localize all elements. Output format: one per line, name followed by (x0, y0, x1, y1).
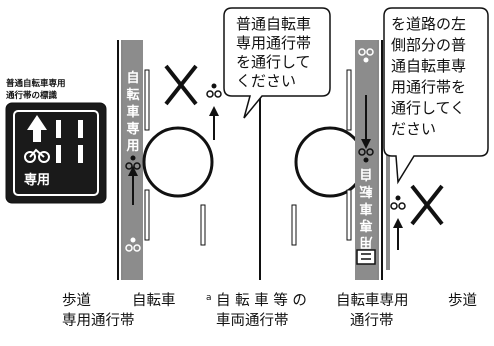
prohibition-x-icon (164, 64, 198, 106)
bubble-left-line: 専用通行帯 (236, 34, 311, 52)
sign-title-line-2: 通行帯の標識 (6, 90, 58, 101)
caption-vehicle-zone-2: 車両通行帯 (216, 312, 289, 329)
bubble-right-line: 通自転車専 (391, 57, 466, 75)
lane-dash (144, 189, 150, 241)
bicycle-icon (358, 148, 374, 163)
caption-row: 歩道 専用通行帯 自転車 a 自 転 車 等 の 車両通行帯 自転車専用 通行帯… (62, 291, 477, 329)
bubble-left-line: ください (236, 72, 296, 90)
lane-dash (346, 189, 352, 241)
small-marker-icon: a (206, 293, 212, 303)
lane-char: 自 (359, 166, 372, 182)
lane-char: 転 (359, 183, 372, 199)
sign-lane-dash (78, 120, 83, 138)
bicycle-icon (125, 155, 141, 170)
curb-right (386, 60, 390, 270)
up-arrow-icon (209, 106, 219, 140)
lane-char: 専 (126, 121, 139, 137)
roundabout-circle-icon (294, 126, 366, 198)
bicycle-icon (24, 148, 50, 163)
sign-title-line-1: 普通自転車専用 (6, 78, 66, 89)
speech-bubble-left: 普通自転車 専用通行帯 を通行して ください (223, 7, 331, 119)
lane-char: 転 (126, 87, 139, 103)
bubble-right-line: 用通行帯を (391, 78, 466, 96)
lane-dash (346, 69, 352, 131)
sign-lane-dash (56, 145, 61, 163)
lane-char: 車 (126, 104, 139, 120)
sign-lane-dash (78, 145, 83, 163)
bicycle-icon (125, 237, 141, 252)
up-arrow-icon (27, 115, 47, 142)
bubble-left-line: を通行して (236, 53, 311, 71)
lane-dash (144, 69, 150, 131)
bubble-right-line: ださい (391, 120, 436, 138)
bubble-right-line: 側部分の普 (391, 36, 466, 54)
down-arrow-icon (361, 95, 371, 149)
caption-bike-lane-right: 自転車専用 (336, 292, 409, 309)
caption-bike-lane-left: 自転車 (132, 292, 176, 309)
caption-vehicle-zone: 自 転 車 等 の (216, 291, 307, 309)
bike-lane-left-text: 自 転 車 専 用 (125, 70, 139, 154)
lane-char: 用 (125, 139, 139, 154)
caption-sidewalk-left: 歩道 (62, 292, 91, 309)
bike-lane-right-text: 自 転 車 専 用 (359, 166, 373, 249)
bike-lane-sign: 専用 (5, 102, 107, 204)
lane-end-marker (356, 249, 376, 265)
sign-lane-dash (56, 120, 61, 138)
bubble-right-line: を道路の左 (391, 15, 466, 33)
lane-char: 自 (126, 70, 139, 86)
up-arrow-icon (393, 218, 403, 250)
center-dash (291, 204, 297, 246)
speech-bubble-right: を道路の左 側部分の普 通自転車専 用通行帯を 通行してく ださい (383, 7, 489, 185)
lane-char: 車 (359, 200, 372, 216)
bicycle-icon (206, 83, 222, 98)
caption-sidewalk-left-2: 専用通行帯 (62, 312, 135, 329)
sign-panel-text: 専用 (24, 172, 50, 188)
bicycle-icon (390, 195, 406, 210)
caption-bike-lane-right-2: 通行帯 (350, 312, 394, 329)
center-dash (200, 204, 206, 246)
lane-char: 用 (359, 234, 373, 249)
roundabout-circle-icon (142, 126, 214, 198)
bicycle-icon (358, 48, 374, 63)
bubble-right-line: 通行してく (391, 99, 465, 117)
prohibition-x-icon (410, 184, 444, 226)
bubble-left-line: 普通自転車 (236, 15, 311, 33)
lane-char: 専 (359, 217, 372, 233)
up-arrow-icon (128, 166, 138, 205)
caption-sidewalk-right: 歩道 (448, 292, 477, 309)
